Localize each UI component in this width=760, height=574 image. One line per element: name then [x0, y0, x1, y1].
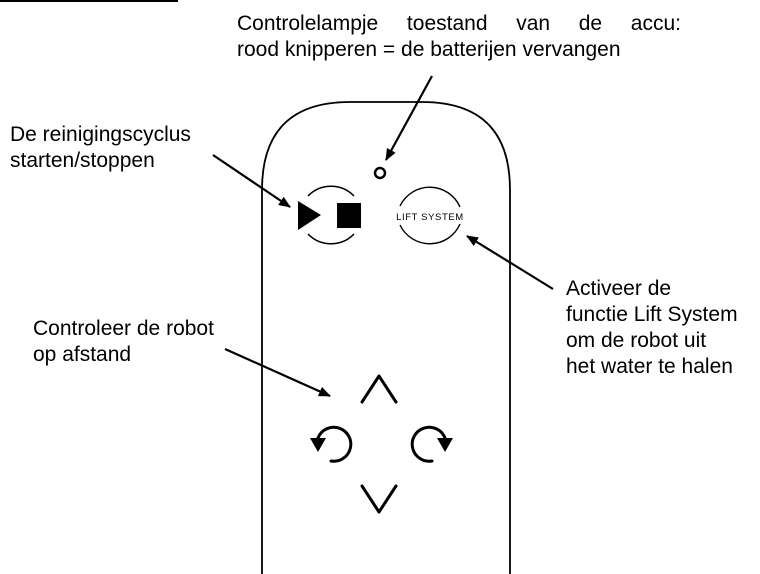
callout-start-line1: De reinigingscyclus [10, 123, 191, 146]
callout-start-stop: De reinigingscyclus starten/stoppen [10, 122, 191, 174]
lift-system-button[interactable]: LIFT SYSTEM [396, 186, 464, 245]
callout-battery-status: Controlelampje toestand van de accu: roo… [237, 11, 687, 63]
callout-remote-control: Controleer de robot op afstand [33, 316, 214, 368]
callout-start-line2: starten/stoppen [10, 149, 155, 172]
callout-remote-line1: Controleer de robot [33, 317, 214, 340]
direction-pad [310, 374, 453, 514]
arrow-lift [466, 235, 554, 290]
arrow-remote [224, 347, 331, 398]
chevron-down-icon[interactable] [360, 484, 398, 514]
chevron-up-icon[interactable] [360, 374, 398, 404]
callout-battery-line1: Controlelampje toestand van de accu: [237, 12, 681, 35]
play-icon [298, 201, 321, 230]
stop-icon [337, 203, 361, 228]
callout-remote-line2: op afstand [33, 343, 132, 366]
callout-lift-line1: Activeer de [566, 277, 672, 300]
rotate-left-icon[interactable] [310, 425, 353, 463]
start-stop-button[interactable] [298, 185, 361, 245]
lift-system-label: LIFT SYSTEM [396, 212, 464, 223]
status-led-icon [373, 166, 387, 180]
callout-lift-line2: functie Lift System [566, 303, 738, 326]
callout-lift-system: Activeer de functie Lift System om de ro… [566, 276, 738, 380]
arrow-battery [385, 75, 433, 161]
rotate-right-icon[interactable] [410, 425, 453, 463]
callout-lift-line3: om de robot uit [566, 329, 707, 352]
callout-battery-line2: rood knipperen = de batterijen vervangen [237, 38, 621, 61]
header-rule [0, 0, 178, 2]
callout-lift-line4: het water te halen [566, 355, 733, 378]
remote-body-outline [261, 101, 511, 574]
arrow-start-stop [212, 154, 291, 208]
